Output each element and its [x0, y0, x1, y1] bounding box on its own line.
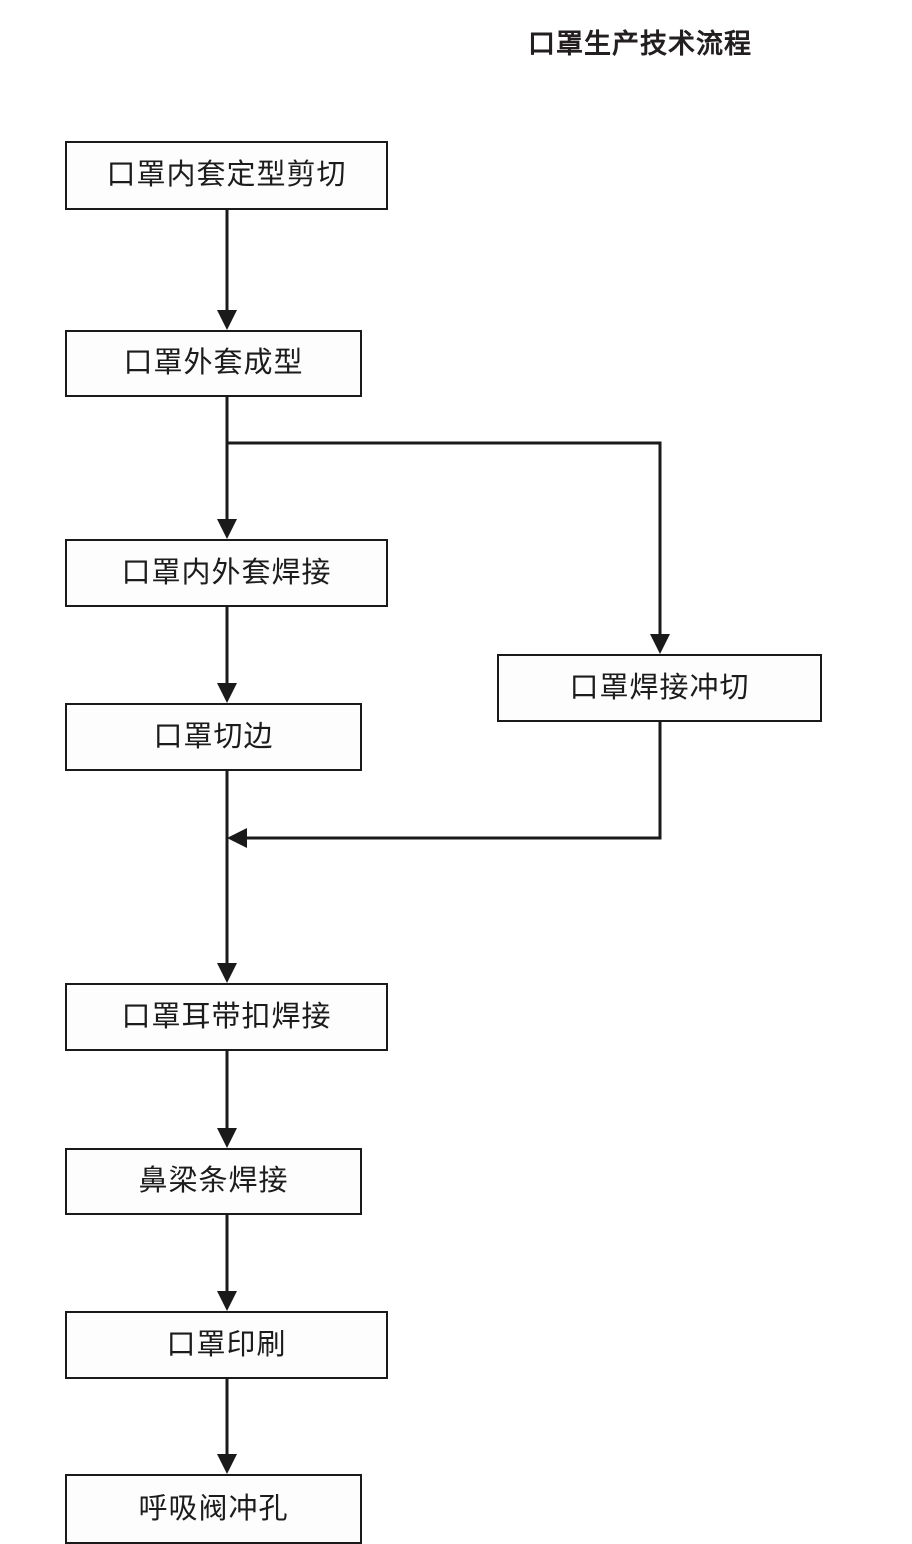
process-node-inner-shell-trim[interactable]: 口罩内套定型剪切 — [65, 141, 388, 210]
edge-n2-n3 — [217, 397, 237, 539]
process-node-earloop-buckle-welding[interactable]: 口罩耳带扣焊接 — [65, 983, 388, 1051]
process-node-outer-shell-forming[interactable]: 口罩外套成型 — [65, 330, 362, 397]
edge-n4-n6 — [217, 771, 237, 983]
edge-n1-n2 — [217, 210, 237, 330]
edge-n7-n8 — [217, 1215, 237, 1311]
process-node-edge-cutting[interactable]: 口罩切边 — [65, 703, 362, 771]
process-node-weld-punch-cutting[interactable]: 口罩焊接冲切 — [497, 654, 822, 722]
edge-n3-n4 — [217, 607, 237, 703]
edge-n6-n7 — [217, 1051, 237, 1148]
process-node-inner-outer-welding[interactable]: 口罩内外套焊接 — [65, 539, 388, 607]
process-node-mask-printing[interactable]: 口罩印刷 — [65, 1311, 388, 1379]
process-node-breathing-valve-punching[interactable]: 呼吸阀冲孔 — [65, 1474, 362, 1544]
process-node-nose-bridge-welding[interactable]: 鼻梁条焊接 — [65, 1148, 362, 1215]
edge-n8-n9 — [217, 1379, 237, 1474]
page-title: 口罩生产技术流程 — [528, 29, 752, 59]
